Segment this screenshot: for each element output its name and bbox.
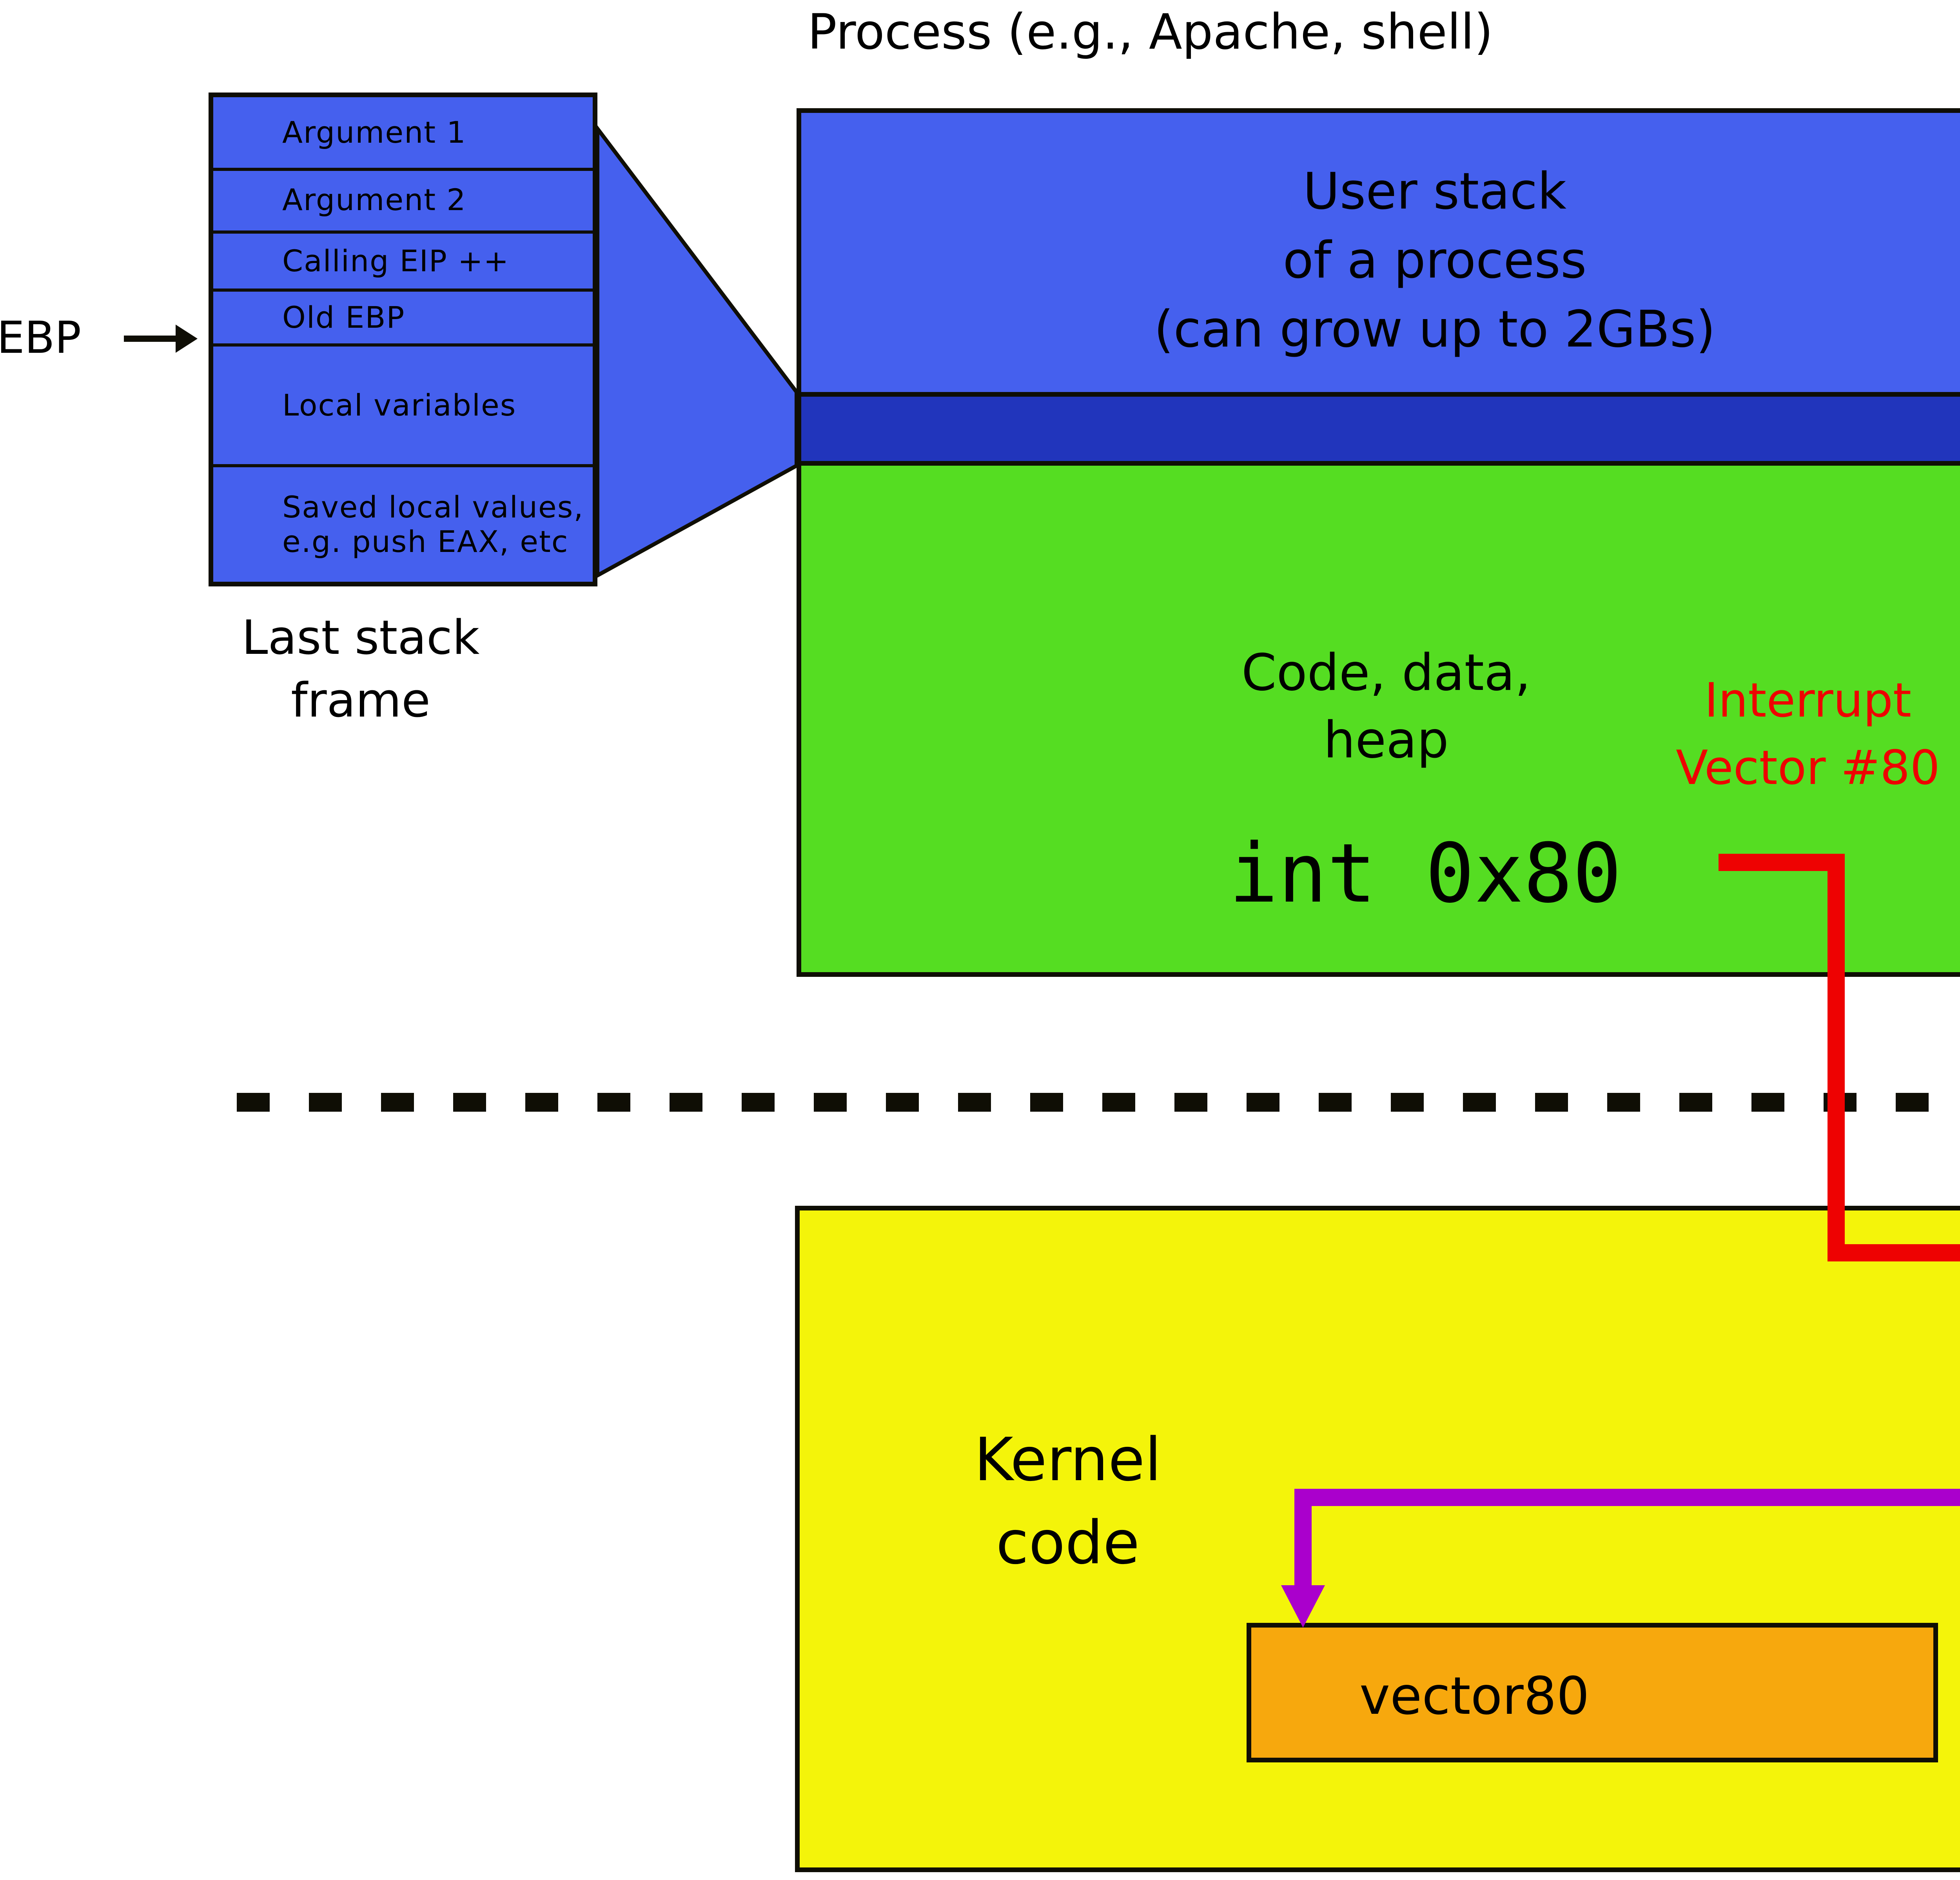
- stack-row-argument1: Argument 1: [282, 115, 466, 150]
- interrupt-vector-label: Interrupt Vector #80: [1676, 674, 1940, 797]
- ebp-register-label: EBP: [0, 312, 82, 364]
- code-data-heap-label: Code, data, heap: [1241, 643, 1531, 770]
- stack-row-local-variables: Local variables: [213, 343, 593, 464]
- stack-row-old-ebp: Old EBP: [213, 289, 593, 343]
- last-stack-frame-caption: Last stack frame: [241, 612, 480, 729]
- zoom-funnel-shape: [595, 123, 799, 579]
- current-stack-strip: [801, 392, 1960, 466]
- process-memory-box: User stack of a process (can grow up to …: [797, 108, 1960, 977]
- stack-row-argument2: Argument 2: [213, 168, 593, 230]
- ebp-arrowhead-icon: [176, 325, 198, 353]
- stack-row-calling-eip: Calling EIP ++: [213, 230, 593, 289]
- user-stack-region: User stack of a process (can grow up to …: [801, 113, 1960, 392]
- vector80-handler-box: vector80: [1247, 1623, 1938, 1762]
- stack-row-saved-values: Saved local values, e.g. push EAX, etc: [213, 464, 593, 582]
- vector80-handler-label: vector80: [1359, 1665, 1590, 1726]
- stack-frame-box: Argument 1 Argument 2 Calling EIP ++ Old…: [209, 93, 597, 586]
- diagram-title: Process (e.g., Apache, shell): [808, 5, 1494, 61]
- kernel-code-label: Kernel code: [974, 1425, 1161, 1577]
- int-0x80-instruction: int 0x80: [1229, 828, 1622, 922]
